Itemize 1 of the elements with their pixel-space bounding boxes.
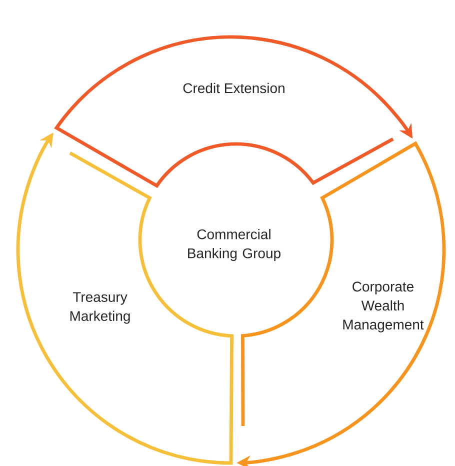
hub-label: Commercial Banking Group xyxy=(188,228,280,262)
